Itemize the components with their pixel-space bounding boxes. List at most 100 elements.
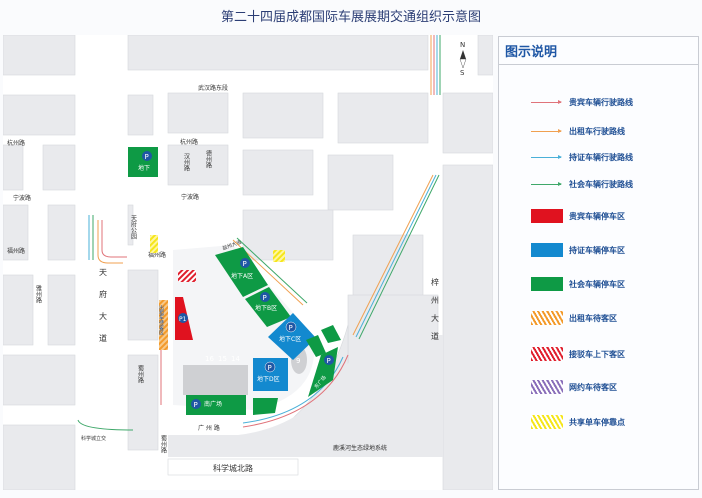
- legend-label: 出租车行驶路线: [569, 127, 625, 136]
- svg-text:梓: 梓: [431, 277, 439, 287]
- traffic-map[interactable]: 16 15 14 9 武汉路东段 杭州路 杭州路 宁波路 宁波路 福州路 福州路…: [3, 35, 493, 490]
- route-lines: [77, 35, 441, 431]
- svg-text:P: P: [194, 401, 198, 409]
- hatch-swatch-icon: [531, 311, 563, 325]
- road-label-wuhan: 武汉路东段: [198, 84, 228, 92]
- svg-text:地下D区: 地下D区: [257, 375, 280, 383]
- road-label-dezhou: 德州路: [205, 149, 212, 169]
- legend-item: 社会车辆行驶路线: [531, 179, 633, 190]
- legend-panel: 图示说明 贵宾车辆行驶路线出租车行驶路线持证车辆行驶路线社会车辆行驶路线贵宾车辆…: [498, 36, 699, 490]
- legend-item: 持证车辆行驶路线: [531, 152, 633, 163]
- svg-text:道: 道: [99, 333, 107, 343]
- svg-text:N: N: [460, 41, 465, 49]
- svg-text:P: P: [263, 294, 267, 302]
- svg-text:大: 大: [431, 313, 439, 323]
- parking-south: P 南广场: [186, 395, 246, 415]
- road-label-kexue: 科学城北路: [213, 463, 253, 473]
- svg-text:地下B区: 地下B区: [255, 304, 277, 312]
- legend-item: 贵宾车辆行驶路线: [531, 97, 633, 108]
- svg-text:P: P: [145, 153, 149, 161]
- svg-text:P: P: [268, 364, 272, 372]
- legend-label: 持证车辆停车区: [569, 245, 625, 255]
- legend-label: 接驳车上下客区: [569, 349, 625, 359]
- parking-underground: P 地下: [128, 147, 158, 177]
- parking-c: P 地下C区: [268, 313, 316, 360]
- parking-east-small: [321, 325, 341, 343]
- legend-item: 出租车待客区: [531, 311, 617, 325]
- legend-label: 共享单车停靠点: [569, 417, 625, 427]
- svg-text:P1: P1: [179, 316, 187, 323]
- legend-item: 出租车行驶路线: [531, 126, 625, 137]
- kexue-road: [167, 458, 299, 476]
- legend-heading: 图示说明: [499, 37, 698, 65]
- road-label-fuzhou: 福州路: [7, 247, 25, 255]
- svg-text:P: P: [327, 357, 331, 365]
- legend-item: 贵宾车辆停车区: [531, 209, 625, 223]
- svg-text:地下C区: 地下C区: [279, 335, 301, 343]
- road-label-fuzhou: 福州路: [148, 251, 166, 259]
- parking-swatch-icon: [531, 209, 563, 223]
- road-label-lijiao: 科学城立交: [81, 435, 106, 442]
- road-label-ningbo: 宁波路: [13, 194, 31, 202]
- road-label-hanzhou: 汉州路: [183, 152, 190, 172]
- svg-text:府: 府: [99, 289, 107, 299]
- road-label-lvdi: 鹿溪河生态绿地系统: [333, 444, 387, 452]
- svg-text:地下A区: 地下A区: [231, 272, 253, 280]
- legend-item: 网约车待客区: [531, 380, 617, 394]
- hall-15: 15: [218, 355, 227, 363]
- road-label-yazhou: 雅州路: [35, 284, 42, 304]
- parking-south-small: [253, 398, 278, 415]
- hatch-swatch-icon: [531, 415, 563, 429]
- road-label-shuzhou: 蜀州路: [137, 365, 144, 384]
- road-label-hangzhou: 杭州路: [180, 138, 198, 146]
- legend-item: 持证车辆停车区: [531, 243, 625, 257]
- zizhou-avenue-label: 梓州 大道: [431, 277, 439, 341]
- legend-item: 接驳车上下客区: [531, 347, 625, 361]
- route-line-icon: [531, 155, 562, 159]
- bike-point: [273, 250, 285, 262]
- route-line-icon: [531, 129, 562, 133]
- legend-label: 贵宾车辆行驶路线: [569, 98, 633, 107]
- parking-swatch-icon: [531, 243, 563, 257]
- svg-text:州: 州: [431, 296, 439, 305]
- hall-14: 14: [231, 355, 240, 363]
- green-area: [168, 335, 443, 457]
- svg-text:地下: 地下: [138, 164, 150, 172]
- road-label-guangzhou: 广 州 路: [198, 424, 220, 432]
- hall-9: 9: [296, 357, 300, 365]
- road-label-hangzhou: 杭州路: [7, 139, 25, 147]
- legend-label: 社会车辆行驶路线: [569, 180, 633, 189]
- shuttle-zone: [178, 270, 196, 282]
- bike-point: [150, 235, 158, 253]
- legend-label: 社会车辆停车区: [569, 279, 625, 289]
- route-line-icon: [531, 100, 562, 104]
- tianfu-avenue-label: 天府 大道: [99, 268, 107, 343]
- svg-text:天: 天: [99, 268, 107, 277]
- legend-label: 贵宾车辆停车区: [569, 211, 625, 221]
- svg-text:道: 道: [431, 331, 439, 341]
- svg-text:P: P: [243, 260, 247, 268]
- svg-text:P: P: [289, 324, 293, 332]
- road-label-shuzhou: 蜀州路: [160, 435, 167, 454]
- hatch-swatch-icon: [531, 380, 563, 394]
- taxi-waiting-zone: 出租车待客区: [158, 300, 168, 350]
- legend-label: 持证车辆行驶路线: [569, 153, 633, 162]
- parking-vip: P1: [175, 297, 193, 340]
- city-blocks: [3, 35, 493, 490]
- compass: N S: [459, 41, 467, 77]
- svg-text:南广场: 南广场: [204, 400, 222, 408]
- legend-label: 网约车待客区: [569, 382, 617, 392]
- legend-item: 共享单车停靠点: [531, 415, 625, 429]
- map-title: 第二十四届成都国际车展展期交通组织示意图: [220, 10, 481, 25]
- hatch-swatch-icon: [531, 347, 563, 361]
- svg-text:S: S: [460, 69, 465, 77]
- hall-16: 16: [205, 355, 214, 363]
- park-label: 天府公园: [130, 215, 137, 240]
- svg-text:出租车待客区: 出租车待客区: [158, 304, 164, 335]
- svg-text:大: 大: [99, 311, 107, 321]
- parking-b: P 地下B区: [245, 287, 291, 327]
- parking-swatch-icon: [531, 277, 563, 291]
- road-label-ningbo: 宁波路: [181, 193, 199, 201]
- route-line-icon: [531, 182, 562, 186]
- legend-label: 出租车待客区: [569, 313, 617, 323]
